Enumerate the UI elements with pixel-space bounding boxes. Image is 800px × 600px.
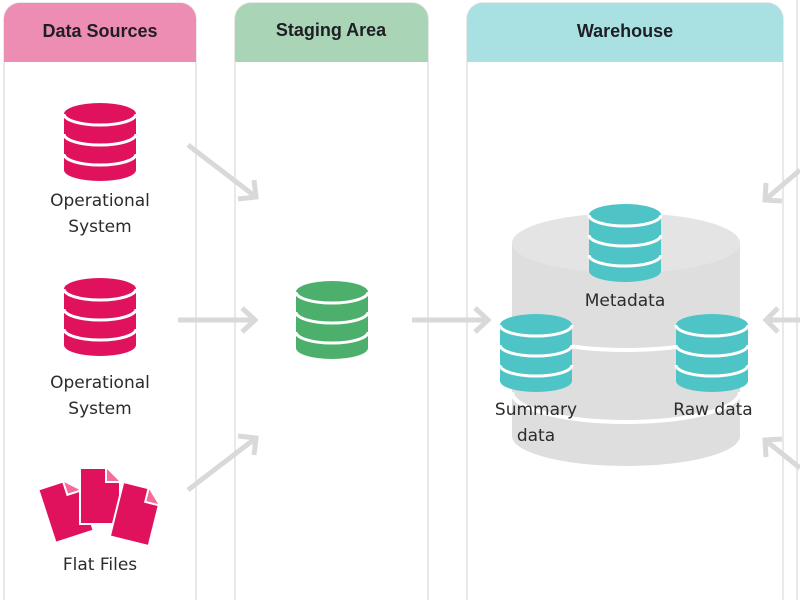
- summary-data-label-line2: data: [517, 426, 555, 446]
- database-icon-summary-data: [498, 312, 574, 394]
- summary-data-label-line1: Summary: [495, 400, 577, 420]
- arrow-incoming-right-bottom: [762, 436, 800, 470]
- database-icon-metadata: [587, 202, 663, 284]
- arrow-incoming-right-top: [762, 168, 800, 204]
- arrow-staging-to-warehouse: [412, 306, 492, 334]
- title-data-sources: Data Sources: [42, 21, 157, 41]
- database-icon-operational-1: [62, 101, 138, 183]
- source-2-label-line1: Operational: [50, 373, 150, 393]
- header-data-sources: [4, 3, 196, 62]
- title-staging-area: Staging Area: [276, 20, 387, 40]
- source-3-label: Flat Files: [63, 555, 137, 575]
- header-staging-area: [235, 3, 428, 62]
- title-warehouse: Warehouse: [577, 21, 673, 41]
- arrow-source3-to-staging: [186, 433, 259, 492]
- arrows: [178, 143, 800, 492]
- database-icon-raw-data: [674, 312, 750, 394]
- arrow-incoming-right-middle: [762, 306, 800, 334]
- arrow-source1-to-staging: [186, 143, 259, 202]
- header-warehouse: [467, 3, 783, 62]
- arrow-source2-to-staging: [178, 306, 259, 334]
- source-1-label-line2: System: [68, 217, 131, 237]
- database-icon-staging: [294, 279, 370, 361]
- database-icon-operational-2: [62, 276, 138, 358]
- source-1-label-line1: Operational: [50, 191, 150, 211]
- source-2-label-line2: System: [68, 399, 131, 419]
- raw-data-label: Raw data: [673, 400, 752, 420]
- metadata-label: Metadata: [585, 291, 666, 311]
